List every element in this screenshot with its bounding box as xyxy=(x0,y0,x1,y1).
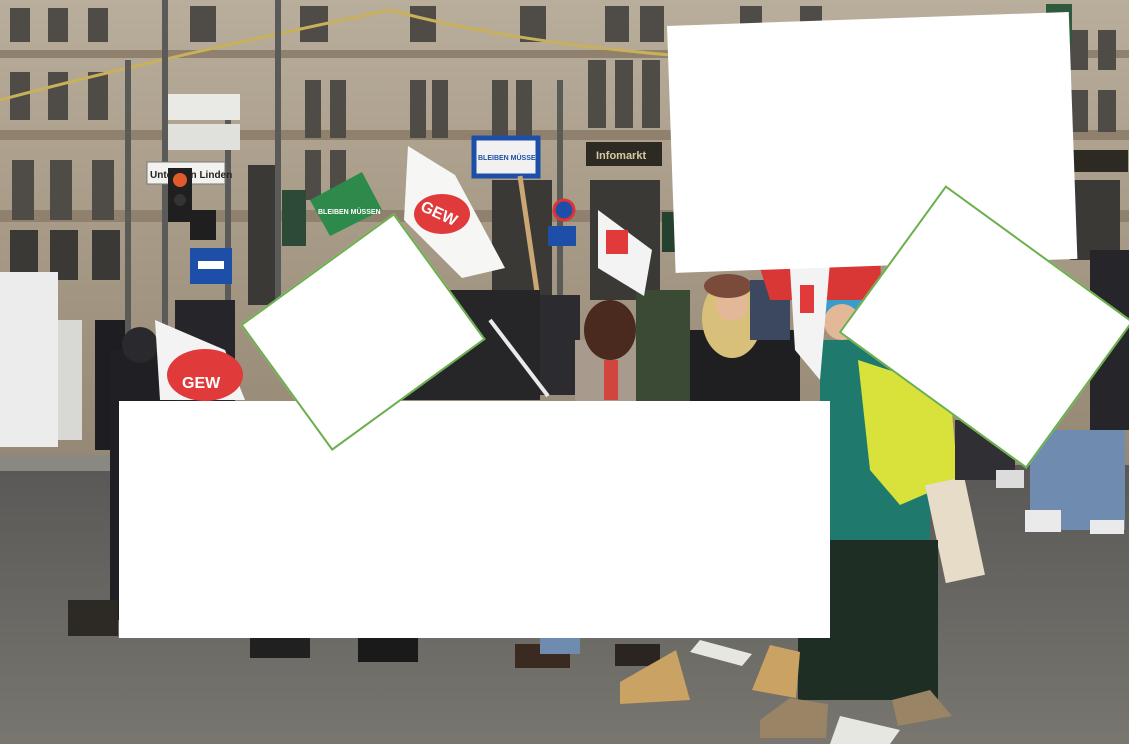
flag-red-banner xyxy=(760,258,882,380)
protest-sign-blue-text: BLEIBEN MÜSSEN xyxy=(478,153,541,162)
flag-center: GEW xyxy=(404,146,550,398)
no-parking-sign xyxy=(552,198,576,222)
lane-markings xyxy=(690,640,900,744)
storefront-sign-right xyxy=(1068,150,1128,172)
flag-right-small xyxy=(598,210,652,296)
tent-side xyxy=(58,320,82,440)
overhead-cable xyxy=(0,8,671,102)
occluder-bottom-rect xyxy=(119,401,830,638)
storefront-sign xyxy=(586,142,662,166)
protest-sign-green xyxy=(310,172,382,236)
direction-sign-1 xyxy=(168,94,240,120)
flag-left-text: GEW xyxy=(182,375,221,392)
sidewalk-curb xyxy=(0,455,110,471)
one-way-sign-center xyxy=(548,226,576,246)
white-tent xyxy=(0,272,58,447)
storefront-sign-text: Infomarkt xyxy=(596,150,646,162)
occluder-top-right-rect xyxy=(667,11,1078,273)
boots xyxy=(68,470,1124,738)
protest-sign-green-text: BLEIBEN MÜSSEN xyxy=(318,207,381,216)
protest-sign-blue xyxy=(471,135,541,179)
traffic-light-left xyxy=(168,168,216,240)
one-way-arrow xyxy=(198,261,224,269)
facade-windows xyxy=(10,6,1116,220)
flag-left: GEW xyxy=(155,320,245,401)
direction-sign-2 xyxy=(168,124,240,150)
